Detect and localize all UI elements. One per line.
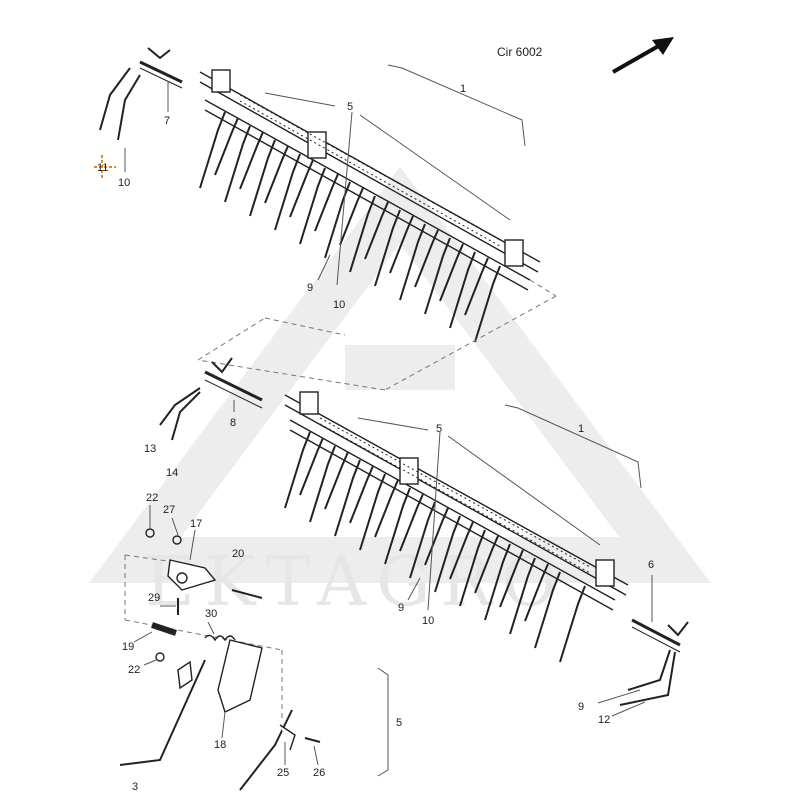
callout-10-left: 10: [118, 177, 130, 189]
bottom-harrow-assembly: [159, 357, 689, 717]
callout-10-mid: 10: [422, 615, 434, 627]
travel-direction-arrow-icon: [612, 37, 674, 74]
diagram-code: Cir 6002: [497, 45, 543, 59]
callout-9-right: 9: [578, 701, 584, 713]
nut-27: [172, 535, 182, 545]
tine-lower: [119, 659, 206, 766]
hitch-part-6: [619, 618, 689, 706]
callout-18: 18: [214, 739, 226, 751]
callout-25: 25: [277, 767, 289, 779]
tines-top-second: [214, 117, 489, 316]
callout-29: 29: [148, 592, 160, 604]
nut-22-lower: [155, 652, 165, 662]
callout-6: 6: [648, 559, 654, 571]
callout-8: 8: [230, 417, 236, 429]
tines-bottom-second: [299, 437, 549, 622]
plate-25: [279, 724, 296, 751]
callout-22-bottom: 22: [128, 664, 140, 676]
callout-5-bottom: 5: [436, 423, 442, 435]
callout-11-highlighted[interactable]: 11: [97, 162, 108, 174]
callout-19: 19: [122, 641, 134, 653]
callout-10-top: 10: [333, 299, 345, 311]
tines-top: [199, 111, 501, 343]
nut-22: [145, 528, 155, 538]
spring-30: [204, 634, 236, 642]
callout-22-top: 22: [146, 492, 158, 504]
callout-5-top: 5: [347, 101, 353, 113]
tines-bottom: [284, 431, 586, 663]
hitch-part-7: [99, 47, 183, 141]
callout-12: 12: [598, 714, 610, 726]
callout-20: 20: [232, 548, 244, 560]
callout-27: 27: [163, 504, 175, 516]
bolt-20: [231, 589, 263, 599]
top-harrow-assembly: [99, 47, 557, 391]
callout-3: 3: [132, 781, 138, 793]
detail-parts: [119, 505, 389, 791]
clamp-18: [217, 639, 263, 713]
watermark: EKTAGRO: [89, 166, 711, 622]
bolt-26: [304, 737, 321, 743]
callout-9-top: 9: [307, 282, 313, 294]
sleeve-19: [151, 622, 177, 636]
hitch-part-8: [159, 357, 263, 441]
callout-26: 26: [313, 767, 325, 779]
watermark-bar: [345, 345, 455, 390]
callout-1-top: 1: [460, 83, 466, 95]
callout-1-bottom: 1: [578, 423, 584, 435]
callout-9-mid: 9: [398, 602, 404, 614]
callout-30: 30: [205, 608, 217, 620]
callout-labels: 1 5 7 10 11 9 10 8 13 14 5 1 6 9 10 9 12…: [97, 83, 654, 793]
highlight-marker-11: [94, 155, 116, 180]
callout-13: 13: [144, 443, 156, 455]
watermark-triangle: [89, 166, 711, 583]
callout-5-detail: 5: [396, 717, 402, 729]
callout-7: 7: [164, 115, 170, 127]
callout-14: 14: [166, 467, 178, 479]
callout-17: 17: [190, 518, 202, 530]
